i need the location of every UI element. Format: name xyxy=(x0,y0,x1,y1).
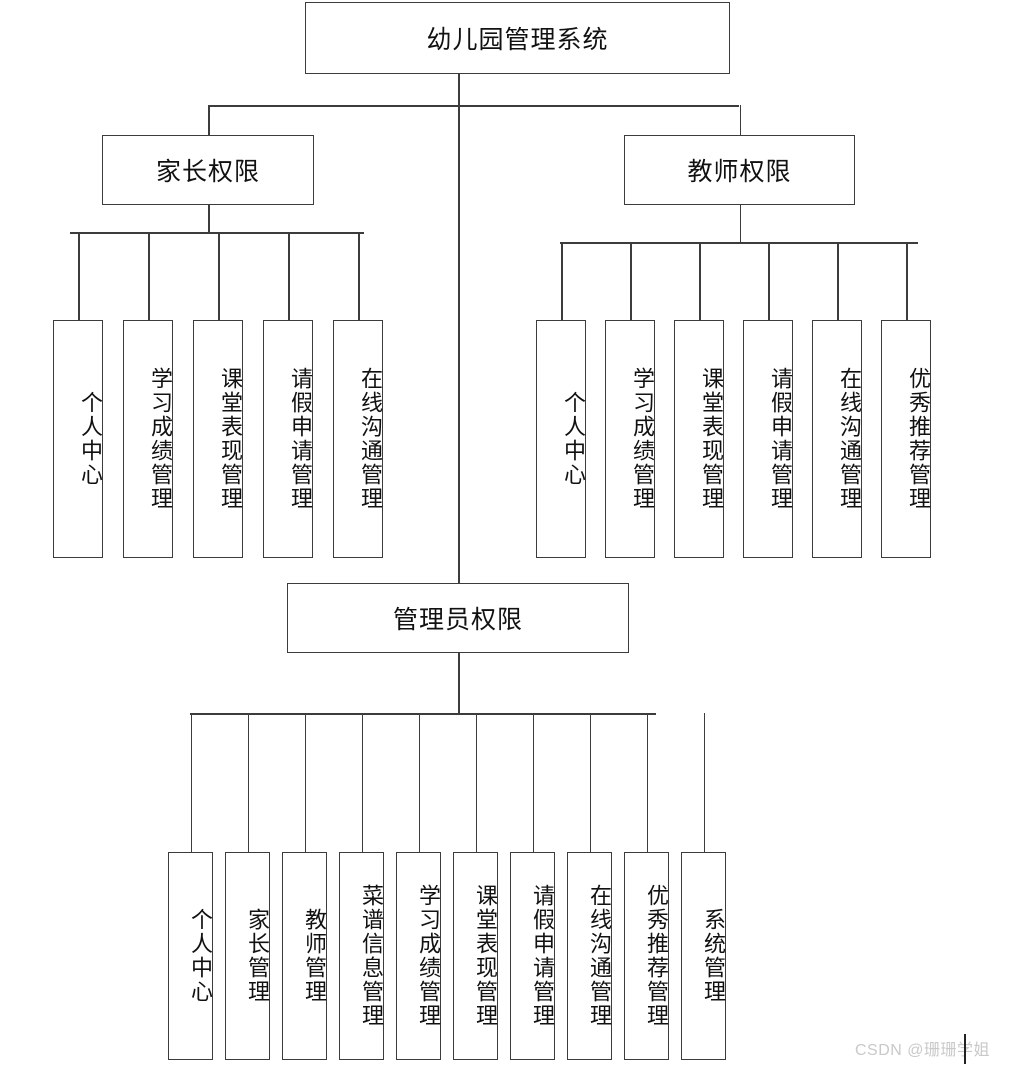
connector-teacher-child-3 xyxy=(768,242,770,320)
node-admin-child-4-label: 学习成绩管理 xyxy=(416,884,441,1028)
connector-admin-stem xyxy=(458,653,460,713)
node-admin-child-8-label: 优秀推荐管理 xyxy=(644,884,669,1028)
node-admin-child-4[interactable]: 学习成绩管理 xyxy=(396,852,441,1060)
node-teacher-child-4-label: 在线沟通管理 xyxy=(837,367,862,511)
node-teacher-child-2[interactable]: 课堂表现管理 xyxy=(674,320,724,558)
node-parent-child-4-label: 在线沟通管理 xyxy=(358,367,383,511)
node-teacher-child-2-label: 课堂表现管理 xyxy=(699,367,724,511)
node-admin-child-6[interactable]: 请假申请管理 xyxy=(510,852,555,1060)
node-teacher-child-0-label: 个人中心 xyxy=(561,391,586,487)
node-teacher-child-3-label: 请假申请管理 xyxy=(768,367,793,511)
node-admin-child-0-label: 个人中心 xyxy=(188,908,213,1004)
connector-center-trunk xyxy=(458,105,460,583)
node-parent-child-1[interactable]: 学习成绩管理 xyxy=(123,320,173,558)
connector-teacher-child-4 xyxy=(837,242,839,320)
connector-admin-child-1 xyxy=(247,713,249,852)
connector-admin-child-2 xyxy=(304,713,306,852)
node-admin-child-2-label: 教师管理 xyxy=(302,908,327,1004)
node-parent-child-0-label: 个人中心 xyxy=(78,391,103,487)
connector-admin-child-4 xyxy=(418,713,420,852)
node-admin-child-9[interactable]: 系统管理 xyxy=(681,852,726,1060)
connector-teacher-child-5 xyxy=(906,242,908,320)
connector-admin-child-5 xyxy=(475,713,477,852)
node-teacher-child-4[interactable]: 在线沟通管理 xyxy=(812,320,862,558)
node-teacher-child-5[interactable]: 优秀推荐管理 xyxy=(881,320,931,558)
node-admin-child-8[interactable]: 优秀推荐管理 xyxy=(624,852,669,1060)
connector-admin-child-3 xyxy=(361,713,363,852)
connector-teacher-child-1 xyxy=(630,242,632,320)
node-teacher-child-5-label: 优秀推荐管理 xyxy=(906,367,931,511)
connector-admin-child-0 xyxy=(190,713,192,852)
node-parent-label: 家长权限 xyxy=(155,158,260,186)
connector-parent-child-0 xyxy=(78,232,80,320)
node-parent-child-0[interactable]: 个人中心 xyxy=(53,320,103,558)
connector-teacher-child-0 xyxy=(561,242,563,320)
node-teacher-label: 教师权限 xyxy=(687,158,792,186)
node-teacher-child-3[interactable]: 请假申请管理 xyxy=(743,320,793,558)
connector-teacher-child-2 xyxy=(699,242,701,320)
connector-admin-child-8 xyxy=(646,713,648,852)
node-parent-child-2[interactable]: 课堂表现管理 xyxy=(193,320,243,558)
node-parent-child-1-label: 学习成绩管理 xyxy=(148,367,173,511)
connector-parent-stem xyxy=(208,205,210,232)
node-admin[interactable]: 管理员权限 xyxy=(287,583,629,653)
node-parent-child-2-label: 课堂表现管理 xyxy=(218,367,243,511)
connector-admin-child-7 xyxy=(589,713,591,852)
node-admin-label: 管理员权限 xyxy=(392,606,523,634)
node-teacher[interactable]: 教师权限 xyxy=(624,135,855,205)
connector-root-stem xyxy=(458,74,460,105)
node-admin-child-9-label: 系统管理 xyxy=(701,908,726,1004)
connector-parent-child-4 xyxy=(358,232,360,320)
node-teacher-child-1[interactable]: 学习成绩管理 xyxy=(605,320,655,558)
node-admin-child-7[interactable]: 在线沟通管理 xyxy=(567,852,612,1060)
connector-top-bus xyxy=(208,105,739,107)
connector-teacher-bus xyxy=(560,242,918,244)
node-admin-child-7-label: 在线沟通管理 xyxy=(587,884,612,1028)
node-admin-child-6-label: 请假申请管理 xyxy=(530,884,555,1028)
node-admin-child-5[interactable]: 课堂表现管理 xyxy=(453,852,498,1060)
node-teacher-child-1-label: 学习成绩管理 xyxy=(630,367,655,511)
node-teacher-child-0[interactable]: 个人中心 xyxy=(536,320,586,558)
connector-teacher-stem xyxy=(739,205,741,242)
connector-parent-drop xyxy=(208,105,210,135)
node-admin-child-0[interactable]: 个人中心 xyxy=(168,852,213,1060)
node-root-label: 幼儿园管理系统 xyxy=(426,26,609,54)
node-parent-child-4[interactable]: 在线沟通管理 xyxy=(333,320,383,558)
text-caret xyxy=(964,1034,966,1064)
connector-parent-child-1 xyxy=(148,232,150,320)
node-parent-child-3-label: 请假申请管理 xyxy=(288,367,313,511)
node-admin-child-2[interactable]: 教师管理 xyxy=(282,852,327,1060)
connector-parent-child-3 xyxy=(288,232,290,320)
connector-admin-child-6 xyxy=(532,713,534,852)
node-parent-child-3[interactable]: 请假申请管理 xyxy=(263,320,313,558)
node-admin-child-1[interactable]: 家长管理 xyxy=(225,852,270,1060)
connector-admin-child-9 xyxy=(703,713,705,852)
connector-teacher-drop xyxy=(739,105,741,135)
node-admin-child-3[interactable]: 菜谱信息管理 xyxy=(339,852,384,1060)
node-admin-child-3-label: 菜谱信息管理 xyxy=(359,884,384,1028)
watermark: CSDN @珊珊学姐 xyxy=(855,1042,991,1059)
node-parent[interactable]: 家长权限 xyxy=(102,135,314,205)
connector-parent-child-2 xyxy=(218,232,220,320)
node-admin-child-1-label: 家长管理 xyxy=(245,908,270,1004)
node-admin-child-5-label: 课堂表现管理 xyxy=(473,884,498,1028)
node-root[interactable]: 幼儿园管理系统 xyxy=(305,2,730,74)
connector-admin-bus xyxy=(190,713,656,715)
connector-parent-bus xyxy=(70,232,364,234)
